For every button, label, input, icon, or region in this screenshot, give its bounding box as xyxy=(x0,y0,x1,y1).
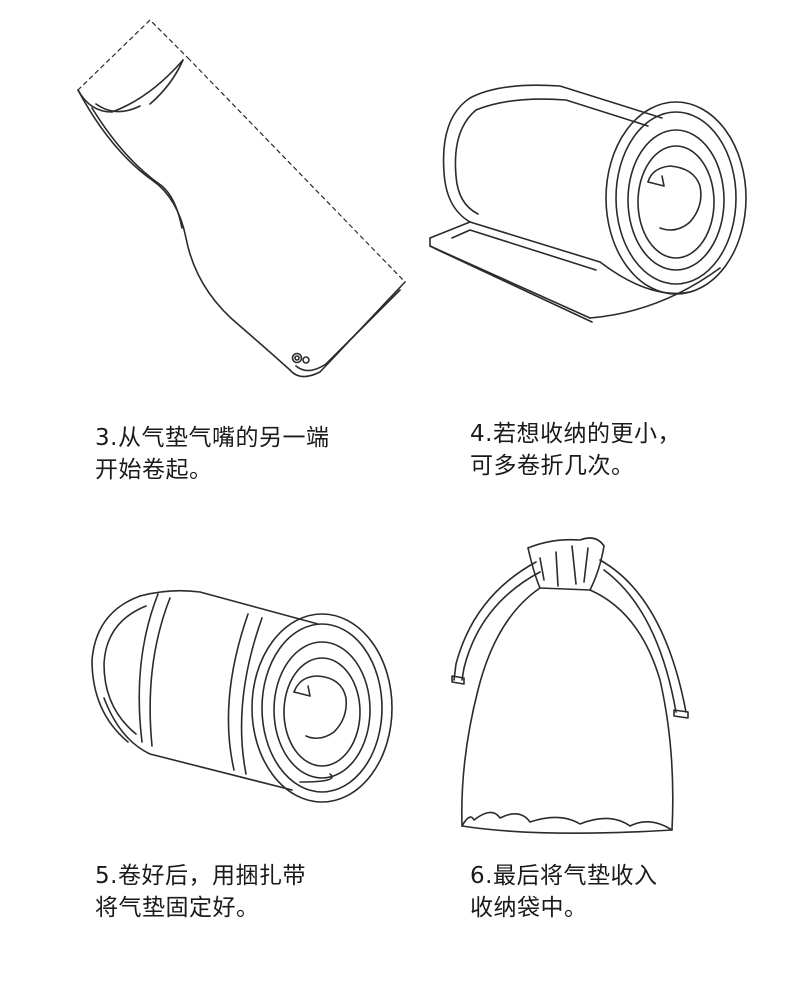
step4-caption-line2: 可多卷折几次。 xyxy=(470,453,635,479)
step4-caption-line1: 4.若想收纳的更小， xyxy=(470,421,681,447)
step6-caption: 6.最后将气垫收入 收纳袋中。 xyxy=(470,860,657,924)
step3-mattress-illustration xyxy=(77,19,406,378)
step3-caption-line2: 开始卷起。 xyxy=(95,457,213,483)
step3-caption: 3.从气垫气嘴的另一端 开始卷起。 xyxy=(95,422,329,486)
step5-caption-line1: 5.卷好后，用捆扎带 xyxy=(95,863,306,889)
step5-caption: 5.卷好后，用捆扎带 将气垫固定好。 xyxy=(95,860,306,924)
step5-strapped-roll-illustration xyxy=(91,589,393,803)
step3-caption-line1: 3.从气垫气嘴的另一端 xyxy=(95,425,330,451)
step4-caption: 4.若想收纳的更小， 可多卷折几次。 xyxy=(470,418,681,482)
step6-caption-line1: 6.最后将气垫收入 xyxy=(470,863,658,889)
step6-caption-line2: 收纳袋中。 xyxy=(470,895,588,921)
step4-rolled-mattress-illustration xyxy=(429,84,747,323)
step6-storage-bag-illustration xyxy=(451,537,689,834)
step5-caption-line2: 将气垫固定好。 xyxy=(95,895,260,921)
